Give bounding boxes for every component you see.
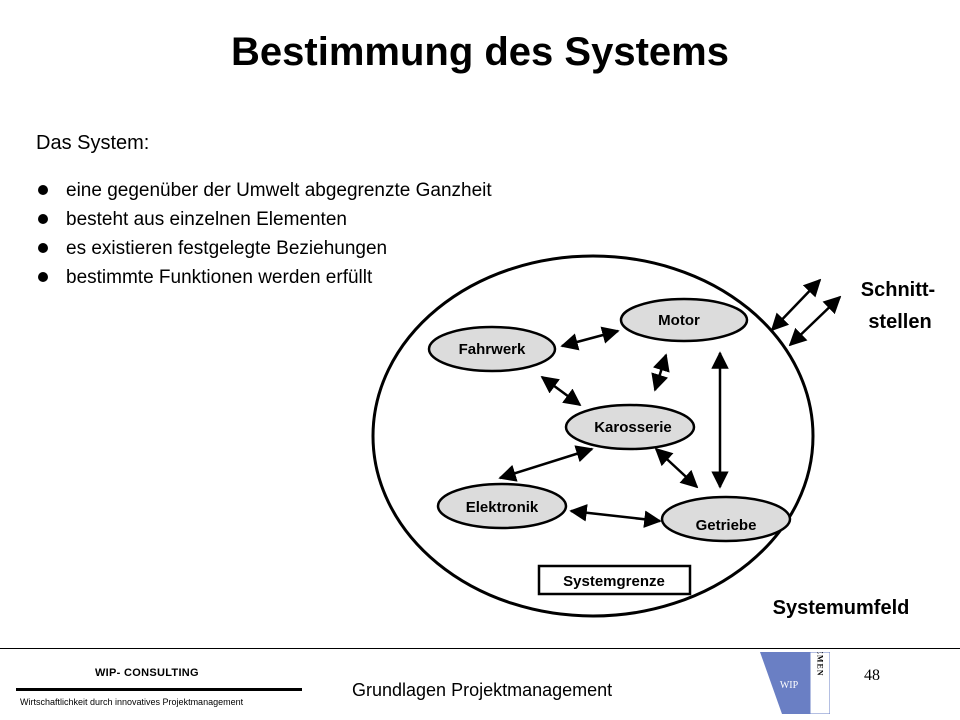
interface-label-line1: Schnitt- xyxy=(861,279,935,301)
arrow-karosserie-elektronik xyxy=(498,445,594,482)
bullet-text: bestimmte Funktionen werden erfüllt xyxy=(66,267,373,288)
arrow-karosserie-getriebe xyxy=(654,447,699,489)
footer-brand: WIP- CONSULTING xyxy=(95,667,199,679)
systemgrenze-rect xyxy=(537,564,692,596)
arrow-fahrwerk-motor xyxy=(560,326,620,351)
bullet-dot-icon xyxy=(38,271,48,282)
bullet-dot-icon xyxy=(38,242,48,253)
systemgrenze-label: Systemgrenze xyxy=(563,573,665,590)
logo-side-bar xyxy=(809,652,830,714)
bullet-dot-icon xyxy=(38,184,48,195)
system-boundary-ellipse xyxy=(371,254,815,618)
bullet-item: es existieren festgelegte Beziehungen xyxy=(36,234,492,263)
arrow-interface-2 xyxy=(788,295,842,347)
node-fahrwerk-label: Fahrwerk xyxy=(459,341,526,358)
arrow-motor-karosserie xyxy=(651,353,670,392)
arrow-elektronik-getriebe xyxy=(569,504,662,528)
interface-label-line2: stellen xyxy=(868,311,931,333)
node-karosserie-shape xyxy=(564,403,696,451)
bullet-dot-icon xyxy=(38,213,48,224)
node-getriebe-shape xyxy=(660,495,792,543)
bullet-text: besteht aus einzelnen Elementen xyxy=(66,209,347,230)
node-motor: Motor xyxy=(619,297,749,343)
wip-bremen-logo: WIP BREMEN xyxy=(760,652,830,714)
node-fahrwerk: Fahrwerk xyxy=(427,325,557,373)
footer-divider xyxy=(0,648,960,649)
node-getriebe-label: Getriebe xyxy=(696,517,757,534)
bullet-item: besteht aus einzelnen Elementen xyxy=(36,205,492,234)
bullet-list: eine gegenüber der Umwelt abgegrenzte Ga… xyxy=(36,176,492,292)
node-karosserie-label: Karosserie xyxy=(594,419,672,436)
footer-tagline: Wirtschaftlichkeit durch innovatives Pro… xyxy=(20,697,244,707)
node-elektronik-shape xyxy=(436,482,568,530)
node-fahrwerk-shape xyxy=(427,325,557,373)
node-motor-label: Motor xyxy=(658,312,700,329)
node-elektronik-label: Elektronik xyxy=(466,499,539,516)
bullet-item: bestimmte Funktionen werden erfüllt xyxy=(36,263,492,292)
logo-text: WIP xyxy=(780,680,799,691)
bullet-text: eine gegenüber der Umwelt abgegrenzte Ga… xyxy=(66,180,492,201)
bullet-text: es existieren festgelegte Beziehungen xyxy=(66,238,388,259)
systemgrenze-box: Systemgrenze xyxy=(537,564,692,596)
logo-shape xyxy=(760,652,810,714)
node-motor-shape xyxy=(619,297,749,343)
footer-title: Grundlagen Projektmanagement xyxy=(352,680,613,700)
node-getriebe: Getriebe xyxy=(660,495,792,543)
node-elektronik: Elektronik xyxy=(436,482,568,530)
intro-text: Das System: xyxy=(36,132,150,154)
footer-brand-rule xyxy=(16,688,302,691)
logo-side-text: BREMEN xyxy=(816,652,825,677)
environment-label: Systemumfeld xyxy=(773,597,910,619)
arrow-fahrwerk-karosserie xyxy=(540,375,582,407)
bullet-item: eine gegenüber der Umwelt abgegrenzte Ga… xyxy=(36,176,492,205)
node-karosserie: Karosserie xyxy=(564,403,696,451)
page-number: 48 xyxy=(864,667,880,684)
slide-title: Bestimmung des Systems xyxy=(231,30,729,74)
